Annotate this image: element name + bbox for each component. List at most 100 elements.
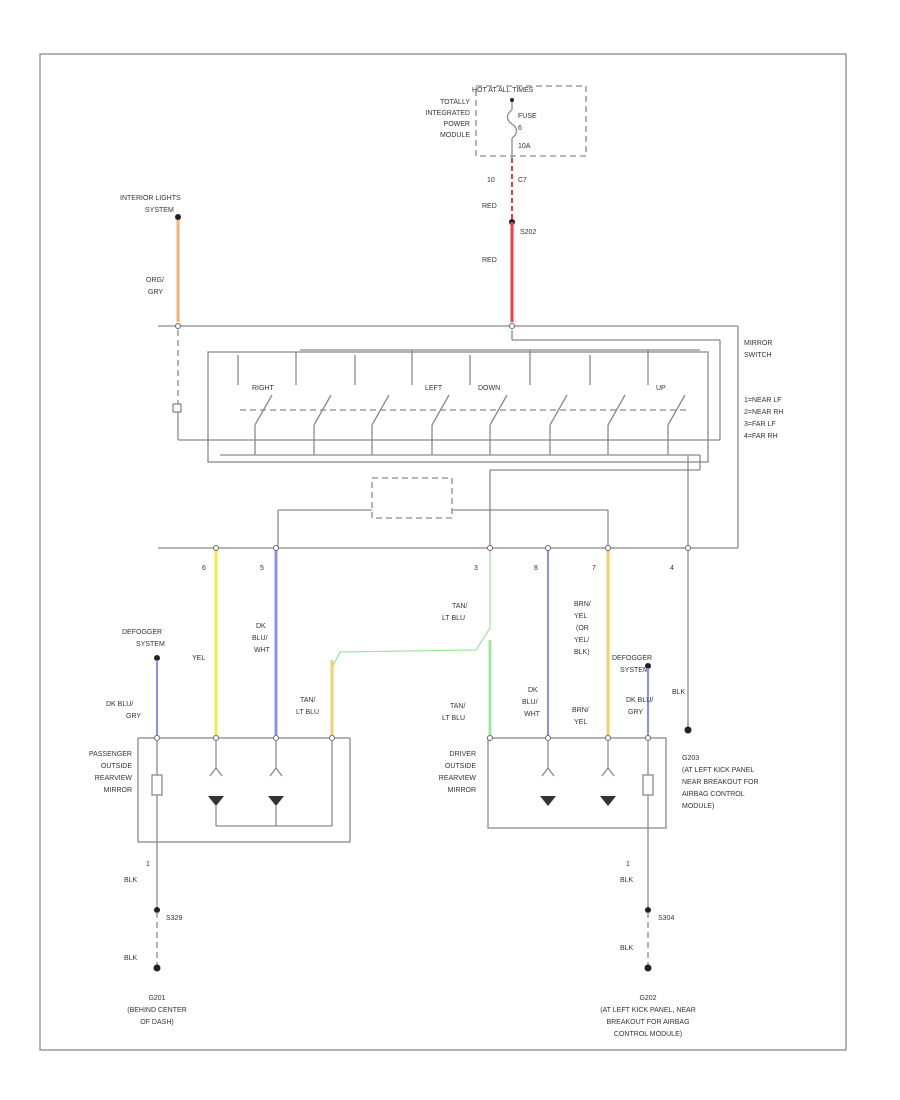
wire-blk-g203-label: BLK [672,689,686,696]
g201-label-3: OF DASH) [140,1019,173,1026]
switch-pin-4: 4 [670,565,674,572]
drv-mirror-2: OUTSIDE [445,763,476,770]
ground-g201-dot [153,964,161,972]
switch-pos-down: DOWN [478,385,500,392]
pass-motor-lead-2 [269,740,283,777]
driver-mirror-box [487,737,667,829]
switch-pin-6: 6 [202,565,206,572]
defogger-pass-2: SYSTEM [136,641,165,648]
defogger-pass-node [154,655,160,661]
switch-legend-4: 4=FAR RH [744,433,778,440]
wire-red-label-upper: RED [482,203,497,210]
g203-label-2: (AT LEFT KICK PANEL [682,767,754,774]
wire-dkbluwht-right-2: BLU/ [522,699,538,706]
pass-pin-blu [273,735,279,741]
switch-pin-top-left [175,323,181,329]
drv-pin-brn [605,735,611,741]
splice-s329-dot [154,907,160,913]
pass-heater-element [151,774,163,796]
defogger-pass-1: DEFOGGER [122,629,162,636]
drv-pin-defog [645,735,651,741]
wire-blk-drv-1: BLK [620,877,634,884]
tipm-box [475,85,587,157]
mirror-switch-label-1: MIRROR [744,340,772,347]
switch-pin-top-right [509,323,515,329]
switch-pin-3: 3 [474,565,478,572]
wire-yelblk-1: YEL/ [574,637,589,644]
fuse-symbol [506,100,518,158]
fuse-number: 6 [518,125,522,132]
wire-tan-ltblu-green [331,548,491,735]
wire-red-label-lower: RED [482,257,497,264]
defogger-drv-2: SYSTEM [620,667,649,674]
diagram-border [39,53,847,1051]
switch-inner-box [207,351,709,463]
drv-pin-tan [487,735,493,741]
pass-mirror-1: PASSENGER [89,751,132,758]
wire-blk-pass-1: BLK [124,877,138,884]
g201-label-1: G201 [148,995,165,1002]
wire-brnyel-or: (OR [576,625,589,632]
drv-motor-diodes [540,796,616,806]
wire-blk-drv-2: BLK [620,945,634,952]
driver-mirror-internals [487,735,654,860]
wire-brnyel-lower-2: YEL [574,719,587,726]
switch-legend-2: 2=NEAR RH [744,409,783,416]
tipm-pin-10: 10 [487,177,495,184]
drv-pin-blu [545,735,551,741]
wire-dkbluwht-left-3: WHT [254,647,271,654]
drv-mirror-3: REARVIEW [439,775,477,782]
interior-lights-label-2: SYSTEM [145,207,174,214]
wire-defog-drv-2: GRY [628,709,643,716]
wire-org-gry-label-2: GRY [148,289,163,296]
ground-g203-dot [684,726,692,734]
pin-marker-3 [487,545,493,551]
wire-dkbluwht-right-1: DK [528,687,538,694]
wire-brnyel-1: BRN/ [574,601,591,608]
wire-dkbluwht-left-1: DK [256,623,266,630]
tipm-label-3: POWER [444,121,470,128]
wire-yel-label: YEL [192,655,205,662]
splice-s304-label: S304 [658,915,674,922]
wire-tan-pass-2: LT BLU [296,709,319,716]
pass-gnd-pin: 1 [146,861,150,868]
switch-pin-7: 7 [592,565,596,572]
fuse-amps: 10A [518,143,531,150]
ground-g202-dot [644,964,652,972]
g203-label-3: NEAR BREAKOUT FOR [682,779,759,786]
splice-s329-label: S329 [166,915,182,922]
pass-pin-tan [329,735,335,741]
wire-defog-pass-1: DK BLU/ [106,701,133,708]
pass-motor-diodes [208,796,284,806]
fuse-node [510,98,514,102]
g202-label-1: G202 [639,995,656,1002]
wire-brnyel-2: YEL [574,613,587,620]
tipm-label-4: MODULE [440,132,470,139]
drv-heater-element [642,774,654,796]
pin-marker-4 [685,545,691,551]
drv-motor-lead-2 [601,740,615,777]
switch-pos-up: UP [656,385,666,392]
g202-label-2: (AT LEFT KICK PANEL, NEAR [600,1007,696,1014]
g201-label-2: (BEHIND CENTER [127,1007,187,1014]
selector-box [371,477,453,519]
wire-dkbluwht-right-3: WHT [524,711,541,718]
drv-motor-lead-1 [541,740,555,777]
wire-defog-pass-2: GRY [126,713,141,720]
interior-lights-label-1: INTERIOR LIGHTS [120,195,181,202]
wire-org-gry-label-1: ORG/ [146,277,164,284]
switch-legend-3: 3=FAR LF [744,421,776,428]
defogger-drv-node [645,663,651,669]
pin-marker-7 [605,545,611,551]
pass-motor-lead-1 [209,740,223,777]
g203-label-4: AIRBAG CONTROL [682,791,745,798]
wire-yelblk-2: BLK) [574,649,590,656]
wire-tan-upper-1: TAN/ [452,603,467,610]
g203-label-1: G203 [682,755,699,762]
wire-tan-pass-1: TAN/ [300,697,315,704]
pin-marker-8 [545,545,551,551]
interior-lights-node [175,214,181,220]
g202-label-3: BREAKOUT FOR AIRBAG [606,1019,689,1026]
pass-mirror-2: OUTSIDE [101,763,132,770]
